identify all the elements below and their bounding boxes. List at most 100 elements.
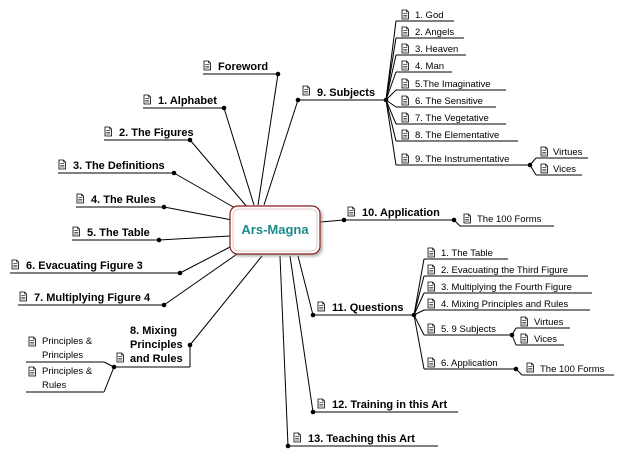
- document-icon: [401, 43, 409, 54]
- mixing-child-principles-principles[interactable]: Principles & Principles: [26, 336, 104, 363]
- branch-definitions[interactable]: 3. The Definitions: [58, 159, 177, 176]
- questions-subjects-child-vices[interactable]: Vices: [516, 333, 564, 346]
- subjects-child-heaven[interactable]: 3. Heaven: [396, 43, 466, 56]
- branch-label-line-2: Principles: [130, 339, 183, 351]
- questions-application-child-100-forms[interactable]: The 100 Forms: [522, 362, 614, 376]
- child-label: 1. God: [415, 10, 444, 21]
- branch-mixing[interactable]: 8. Mixing Principles and Rules: [111, 325, 193, 370]
- instrumentative-children-connectors: [529, 157, 537, 176]
- child-label: 3. Multiplying the Fourth Figure: [441, 282, 572, 293]
- questions-subjects-child-virtues[interactable]: Virtues: [516, 316, 570, 329]
- branch-rules[interactable]: 4. The Rules: [76, 193, 167, 210]
- document-icon: [401, 95, 409, 106]
- mixing-children-connectors: [103, 361, 115, 393]
- document-icon: [28, 336, 36, 347]
- branch-label: 12. Training in this Art: [332, 399, 447, 411]
- child-label: 6. The Sensitive: [415, 96, 483, 107]
- document-icon: [520, 316, 528, 327]
- document-icon: [143, 94, 151, 105]
- branch-figures[interactable]: 2. The Figures: [104, 126, 194, 143]
- document-icon: [28, 366, 36, 377]
- document-icon: [293, 432, 301, 443]
- child-label-line-2: Rules: [42, 380, 67, 391]
- branch-subjects[interactable]: 9. Subjects: [295, 85, 389, 103]
- child-label: Vices: [534, 334, 557, 345]
- document-icon: [401, 60, 409, 71]
- subjects-children-connectors: [385, 20, 397, 166]
- document-icon: [540, 146, 548, 157]
- child-label: The 100 Forms: [477, 214, 542, 225]
- branch-label: 5. The Table: [87, 227, 150, 239]
- questions-child-9-subjects[interactable]: 5. 9 Subjects: [424, 323, 515, 338]
- application-child-100-forms[interactable]: The 100 Forms: [460, 213, 554, 227]
- document-icon: [427, 281, 435, 292]
- child-label: 3. Heaven: [415, 44, 458, 55]
- subjects-child-instrumentative[interactable]: 9. The Instrumentative: [396, 153, 533, 168]
- subjects-child-vegetative[interactable]: 7. The Vegetative: [396, 112, 506, 125]
- child-label-line-1: Principles &: [42, 366, 93, 377]
- branch-foreword[interactable]: Foreword: [203, 60, 281, 77]
- mixing-child-principles-rules[interactable]: Principles & Rules: [26, 366, 104, 393]
- document-icon: [317, 398, 325, 409]
- child-label: 4. Mixing Principles and Rules: [441, 299, 569, 310]
- branch-table[interactable]: 5. The Table: [72, 226, 162, 243]
- subjects-child-sensitive[interactable]: 6. The Sensitive: [396, 95, 496, 108]
- questions-child-application[interactable]: 6. Application: [424, 357, 519, 372]
- branch-label-line-1: 8. Mixing: [130, 325, 177, 337]
- document-icon: [347, 206, 355, 217]
- document-icon: [72, 226, 80, 237]
- branch-label: 1. Alphabet: [158, 95, 217, 107]
- document-icon: [401, 26, 409, 37]
- branch-label: 11. Questions: [332, 302, 404, 314]
- document-icon: [317, 301, 325, 312]
- instrumentative-child-virtues[interactable]: Virtues: [536, 146, 588, 159]
- branch-questions[interactable]: 11. Questions: [310, 301, 417, 318]
- subjects-child-angels[interactable]: 2. Angels: [396, 26, 464, 39]
- child-label: 1. The Table: [441, 248, 493, 259]
- questions-child-table[interactable]: 1. The Table: [424, 247, 508, 260]
- child-label: 2. Evacuating the Third Figure: [441, 265, 568, 276]
- document-icon: [401, 153, 409, 164]
- questions-child-evacuating[interactable]: 2. Evacuating the Third Figure: [424, 264, 588, 277]
- document-icon: [401, 112, 409, 123]
- questions-application-children-connectors: [515, 368, 523, 376]
- central-topic[interactable]: Ars-Magna: [229, 205, 321, 255]
- document-icon: [11, 259, 19, 270]
- questions-child-multiplying[interactable]: 3. Multiplying the Fourth Figure: [424, 281, 592, 294]
- branch-application[interactable]: 10. Application: [341, 206, 457, 223]
- branch-label-line-3: and Rules: [130, 353, 183, 365]
- document-icon: [463, 213, 471, 224]
- branch-label: 3. The Definitions: [73, 160, 165, 172]
- document-icon: [540, 163, 548, 174]
- questions-subjects-children-connectors: [511, 327, 517, 346]
- document-icon: [104, 126, 112, 137]
- document-icon: [76, 193, 84, 204]
- document-icon: [427, 298, 435, 309]
- branch-teaching[interactable]: 13. Teaching this Art: [285, 432, 438, 449]
- document-icon: [520, 333, 528, 344]
- subjects-child-imaginative[interactable]: 5.The Imaginative: [396, 78, 506, 91]
- branch-label: 9. Subjects: [317, 87, 375, 99]
- document-icon: [203, 60, 211, 71]
- document-icon: [302, 85, 310, 96]
- subjects-child-man[interactable]: 4. Man: [396, 60, 452, 73]
- branch-label: 6. Evacuating Figure 3: [26, 260, 143, 272]
- questions-child-mixing[interactable]: 4. Mixing Principles and Rules: [424, 298, 590, 311]
- child-label: Virtues: [553, 147, 583, 158]
- document-icon: [401, 129, 409, 140]
- child-label: 4. Man: [415, 61, 444, 72]
- child-label-line-1: Principles &: [42, 336, 93, 347]
- branch-alphabet[interactable]: 1. Alphabet: [143, 94, 227, 111]
- branch-training[interactable]: 12. Training in this Art: [310, 398, 458, 415]
- branch-evacuating[interactable]: 6. Evacuating Figure 3: [10, 259, 183, 276]
- branch-label: 10. Application: [362, 207, 440, 219]
- subjects-child-god[interactable]: 1. God: [396, 9, 454, 22]
- child-label: 9. The Instrumentative: [415, 154, 509, 165]
- instrumentative-child-vices[interactable]: Vices: [536, 163, 582, 176]
- document-icon: [19, 291, 27, 302]
- subjects-child-elementative[interactable]: 8. The Elementative: [396, 129, 518, 142]
- branch-multiplying[interactable]: 7. Multiplying Figure 4: [18, 291, 167, 308]
- branch-label: 2. The Figures: [119, 127, 194, 139]
